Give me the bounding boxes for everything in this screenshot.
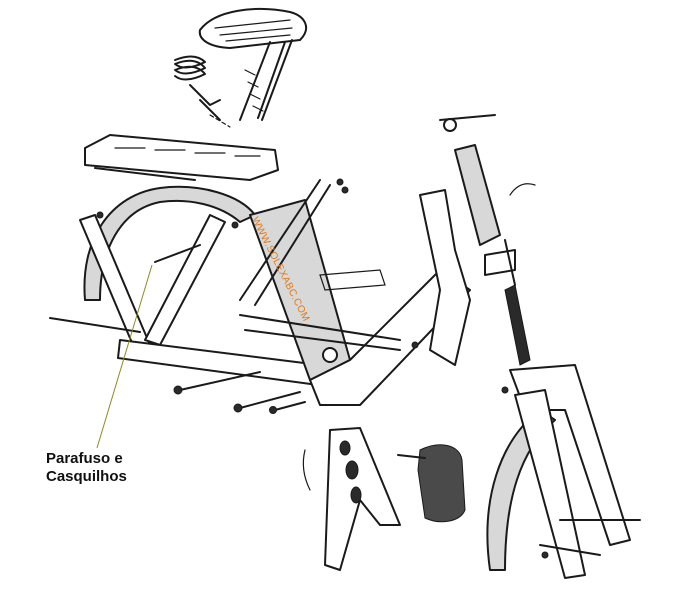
callout-line-2: Casquilhos: [46, 468, 127, 485]
bolts: [154, 244, 306, 414]
small-hardware: [96, 178, 549, 559]
rear-fork-stays: [49, 214, 321, 386]
tool-bag: [397, 444, 466, 523]
callout-label: Parafuso e Casquilhos: [46, 450, 156, 486]
callout-leader-line: [96, 264, 153, 449]
front-fork: [486, 364, 641, 579]
frame-cross-members: [239, 179, 401, 351]
front-fork-stem: [504, 239, 531, 366]
side-panel-left: [324, 427, 401, 571]
callout-line-1: Parafuso e: [46, 450, 123, 467]
head-tube: [419, 114, 516, 366]
saddle-spring: [174, 55, 231, 128]
luggage-rack: [84, 134, 279, 181]
saddle: [198, 8, 308, 121]
